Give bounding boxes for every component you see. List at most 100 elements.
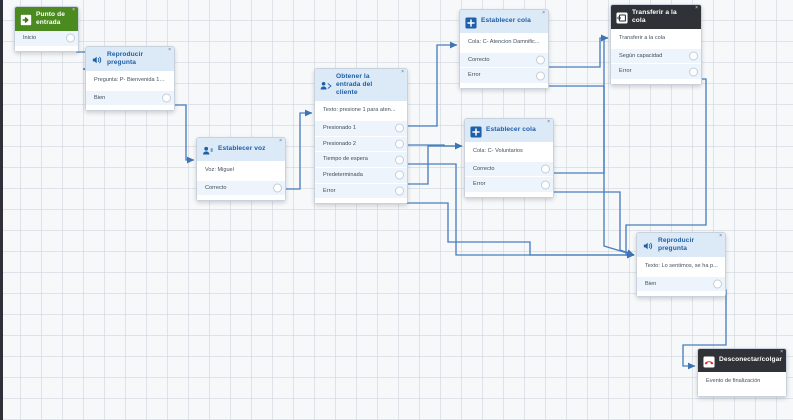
node-body: Texto: Lo sentimos, se ha p... Bien [637, 257, 725, 297]
close-icon[interactable]: × [547, 119, 550, 125]
node-title: Punto de entrada [36, 11, 66, 27]
port-connector-knob[interactable] [541, 164, 550, 174]
node-subtitle: Cola: C- Atencion Damnific... [468, 39, 540, 45]
node-footer-spacer [611, 79, 701, 85]
node-subtitle: Cola: C- Voluntarios [473, 148, 523, 154]
node-title: Establecer cola [481, 17, 531, 25]
node-subtitle: Evento de finalización [706, 378, 761, 384]
node-header[interactable]: Establecer cola × [460, 10, 548, 33]
port-label: Inicio [23, 35, 37, 42]
node-subtitle: Texto: Lo sentimos, se ha p... [645, 263, 718, 270]
node-punto-de-entrada[interactable]: Punto de entrada × Inicio [14, 6, 79, 52]
node-port[interactable]: Según capacidad [611, 47, 701, 64]
port-connector-knob[interactable] [395, 155, 404, 165]
port-label: Correcto [205, 184, 227, 191]
node-port[interactable]: Correcto [197, 179, 285, 196]
entry-point-icon [20, 13, 32, 27]
port-label: Error [468, 72, 481, 79]
node-header[interactable]: Reproducir pregunta× [637, 233, 725, 258]
node-port[interactable]: Presionado 2 [315, 135, 407, 152]
node-port[interactable]: Inicio [15, 31, 78, 46]
node-establecer-cola-1[interactable]: Establecer cola × Cola: C- Atencion Damnif… [459, 9, 549, 90]
customer-input-icon [320, 79, 332, 91]
node-subtitle: Transferir a la cola [619, 35, 666, 42]
port-label: Presionado 2 [323, 140, 356, 147]
close-icon[interactable]: × [780, 349, 783, 355]
node-header[interactable]: Establecer cola× [465, 119, 553, 142]
port-label: Error [473, 181, 486, 188]
node-port[interactable]: Error [465, 176, 553, 193]
port-connector-knob[interactable] [713, 279, 722, 289]
node-port[interactable]: Bien [86, 89, 174, 106]
port-label: Correcto [468, 56, 490, 63]
node-port[interactable]: Tiempo de espera [315, 151, 407, 167]
port-connector-knob[interactable] [689, 67, 698, 77]
node-header[interactable]: Transferir a la cola× [611, 5, 701, 30]
node-body: Inicio [15, 31, 78, 51]
node-body: Pregunta: P- Bienvenida 10...Bien [86, 71, 174, 111]
port-label: Correcto [473, 165, 495, 172]
node-header[interactable]: Obtener la entrada del cliente × [315, 69, 407, 102]
close-icon[interactable]: × [72, 7, 75, 13]
node-header[interactable]: Desconectar/colgar× [698, 349, 786, 372]
node-title: Obtener la entrada del cliente [336, 73, 373, 97]
node-title: Establecer voz [218, 145, 266, 153]
node-transferir-a-la-cola[interactable]: Transferir a la cola×Transferir a la col… [610, 4, 702, 86]
node-reproducir-pregunta-2[interactable]: Reproducir pregunta×Texto: Lo sentimos, … [636, 232, 726, 298]
node-footer-spacer [197, 195, 285, 201]
node-port[interactable]: Error [315, 182, 407, 199]
close-icon[interactable]: × [401, 69, 404, 75]
port-connector-knob[interactable] [541, 180, 550, 190]
port-connector-knob[interactable] [162, 93, 171, 103]
port-connector-knob[interactable] [395, 123, 404, 133]
port-label: Error [323, 187, 336, 194]
node-footer-spacer [15, 45, 78, 51]
port-label: Presionado 1 [323, 124, 356, 131]
node-port[interactable]: Error [611, 63, 701, 80]
queue-icon [465, 16, 477, 29]
node-port[interactable]: Bien [637, 275, 725, 292]
node-header[interactable]: Punto de entrada × [15, 7, 78, 32]
close-icon[interactable]: × [279, 138, 282, 144]
node-port[interactable]: Correcto [465, 160, 553, 177]
port-connector-knob[interactable] [536, 71, 545, 81]
node-obtener-entrada-cliente[interactable]: Obtener la entrada del cliente×Texto: pr… [314, 68, 408, 205]
node-title: Desconectar/colgar [719, 356, 783, 364]
port-label: Predeterminada [323, 171, 363, 178]
port-connector-knob[interactable] [66, 33, 75, 43]
port-connector-knob[interactable] [395, 139, 404, 149]
node-subtitle: Voz: Miguel [205, 167, 234, 173]
close-icon[interactable]: × [542, 10, 545, 16]
node-desconectar-colgar[interactable]: Desconectar/colgar× Evento de finalizació… [697, 348, 787, 397]
port-label: Error [619, 68, 632, 75]
node-header[interactable]: Establecer voz × [197, 138, 285, 161]
node-footer-spacer [698, 390, 786, 396]
port-connector-knob[interactable] [273, 183, 282, 193]
node-port[interactable]: Predeterminada [315, 166, 407, 183]
port-connector-knob[interactable] [395, 170, 404, 180]
port-connector-knob[interactable] [689, 51, 698, 61]
node-port[interactable]: Correcto [460, 51, 548, 68]
port-label: Bien [94, 94, 106, 101]
left-edge-gutter [0, 0, 3, 420]
transfer-icon [616, 11, 628, 24]
node-port[interactable]: Error [460, 67, 548, 84]
close-icon[interactable]: × [168, 47, 171, 53]
port-connector-knob[interactable] [395, 186, 404, 196]
queue-icon [470, 125, 482, 138]
node-header[interactable]: Reproducir pregunta× [86, 47, 174, 72]
node-footer-spacer [460, 83, 548, 89]
close-icon[interactable]: × [719, 233, 722, 239]
port-label: Según capacidad [619, 52, 663, 59]
node-body: Evento de finalización [698, 372, 786, 396]
close-icon[interactable]: × [695, 5, 698, 11]
node-reproducir-pregunta-1[interactable]: Reproducir pregunta×Pregunta: P- Bienven… [85, 46, 175, 112]
voice-icon [202, 144, 214, 156]
port-connector-knob[interactable] [536, 55, 545, 65]
node-port[interactable]: Presionado 1 [315, 119, 407, 136]
